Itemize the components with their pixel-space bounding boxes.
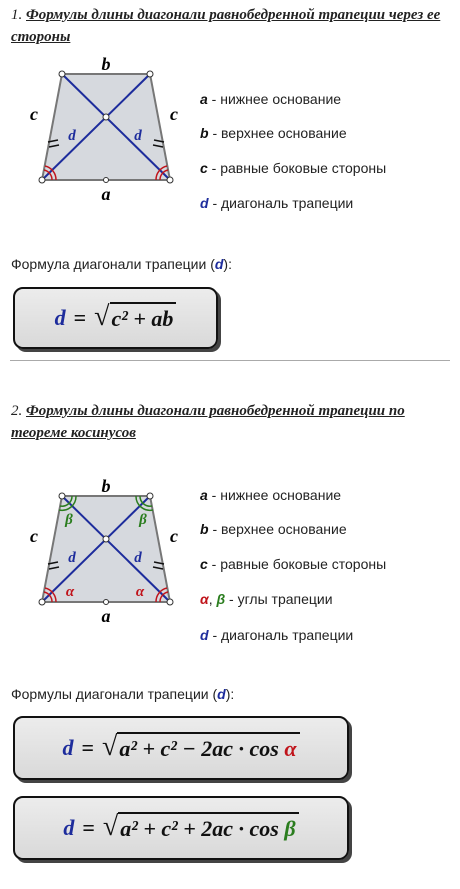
formula-3-cos: cos [249,816,285,841]
formula-2-angle: α [284,736,297,761]
formula-1-lhs: d [54,305,66,330]
label-d-left-1: d [68,128,76,144]
label-a-1: a [102,184,111,204]
formula-caption-2: Формулы диагонали трапеции (d): [11,686,235,702]
formula-2-cos: cos [249,736,285,761]
section-2-title: 2. Формулы длины диагонали равнобедренно… [11,400,451,444]
formula-1-radicand: c² + ab [109,302,177,334]
label-a-2: a [102,606,111,626]
label-d-right-1: d [134,128,142,144]
section-2-number: 2. [11,403,23,419]
legend-2-item-c: c - равные боковые стороны [200,556,387,572]
formula-3-radicand: a² + c² + 2ac · [120,816,250,841]
legend-1-item-b: b - верхнее основание [200,125,347,141]
formula-3-eq: = [82,815,95,840]
formula-2-eq: = [81,735,95,760]
label-beta-right: β [138,512,147,528]
label-alpha-left: α [66,584,75,600]
legend-2-item-d: d - диагональ трапеции [200,627,354,643]
section-1-title-text: Формулы длины диагонали равнобедренной т… [11,7,441,45]
formula-2-radicand: a² + c² − 2ac · [119,736,250,761]
formula-3-lhs: d [63,815,75,840]
formula-2-lhs: d [62,735,74,760]
sqrt-3: √a² + c² + 2ac · cos β [103,812,299,844]
legend-2-item-b: b - верхнее основание [200,521,347,537]
formula-3-angle: β [284,816,296,841]
formula-box-3: d = √a² + c² + 2ac · cos β [13,796,349,860]
section-divider [10,360,450,361]
legend-1-item-a: a - нижнее основание [200,91,342,107]
legend-2-item-a: a - нижнее основание [200,487,342,503]
section-2-title-text: Формулы длины диагонали равнобедренной т… [11,403,405,441]
label-d-left-2: d [68,550,76,566]
formula-1-eq: = [73,305,87,330]
trapezoid-diagram-1: b a c c d d [30,54,178,204]
legend-2-item-angles: α, β - углы трапеции [200,591,333,607]
label-b-2: b [102,476,111,496]
label-c-left-2: c [30,526,38,546]
formula-box-1: d = √c² + ab [13,287,218,349]
formula-caption-1: Формула диагонали трапеции (d): [11,256,232,272]
trapezoid-diagram-2: b a c c d d α α β β [30,476,178,626]
sqrt-2: √a² + c² − 2ac · cos α [102,732,300,764]
sqrt-1: √c² + ab [94,302,177,334]
label-beta-left: β [64,512,73,528]
legend-1-item-d: d - диагональ трапеции [200,195,354,211]
legend-1-item-c: c - равные боковые стороны [200,160,387,176]
label-c-right-1: c [170,104,178,124]
label-d-right-2: d [134,550,142,566]
formula-box-2: d = √a² + c² − 2ac · cos α [13,716,349,780]
label-c-left-1: c [30,104,38,124]
section-1-number: 1. [11,7,23,23]
label-b-1: b [102,54,111,74]
section-1-title: 1. Формулы длины диагонали равнобедренно… [11,4,451,48]
label-c-right-2: c [170,526,178,546]
label-alpha-right: α [136,584,145,600]
